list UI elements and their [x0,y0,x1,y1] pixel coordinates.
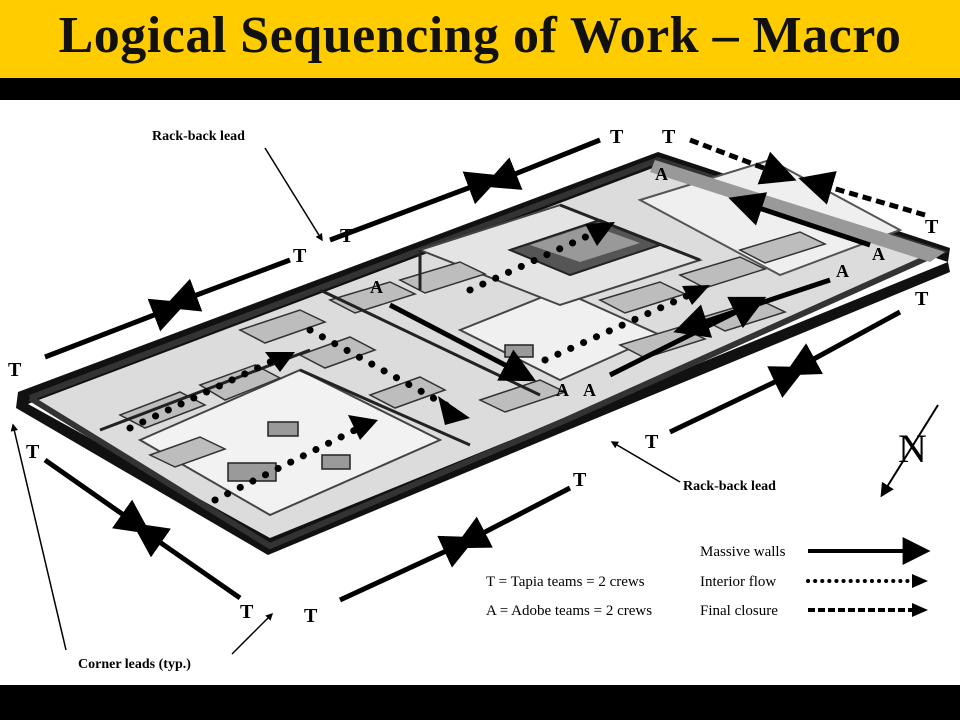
tapia-marker: T [26,441,40,463]
west-courtyard [137,368,443,517]
legend: Massive walls T = Tapia teams = 2 crews … [486,537,931,619]
corner-leads-pointer-right [231,612,274,655]
site-plan-svg: T T T T T T T T T T T T A A A A A A Rack… [8,126,950,672]
adobe-marker: A [836,261,849,281]
adobe-marker: A [556,380,569,400]
legend-adobe-def: A = Adobe teams = 2 crews [486,603,652,619]
north-arrow: N [880,404,939,498]
adobe-marker: A [370,277,383,297]
tapia-marker: T [304,605,318,627]
adobe-markers: A A A A A A [370,164,885,400]
title-bar: Logical Sequencing of Work – Macro [0,0,960,78]
slide-title: Logical Sequencing of Work – Macro [58,7,902,64]
final-closure-arrows [689,137,926,218]
corner-leads-pointer-left [10,423,67,651]
tapia-marker: T [915,288,929,310]
legend-interior-flow-label: Interior flow [700,574,776,590]
tapia-marker: T [340,225,354,247]
legend-tapia-def: T = Tapia teams = 2 crews [486,574,645,590]
rack-back-label-bottom: Rack-back lead [683,479,776,494]
north-label: N [898,426,927,471]
adobe-marker: A [655,164,668,184]
interior-flow-heads [265,222,710,440]
legend-final-closure-head [912,603,928,617]
adobe-marker: A [872,244,885,264]
small-shrines [227,344,534,482]
shaded-wall-ne [650,160,945,262]
rack-back-pointer-bottom [610,441,681,483]
tapia-markers: T T T T T T T T T T T T [8,126,939,627]
interior-flow-arrows [126,224,704,504]
massive-wall-arrows [43,137,902,603]
title-underline-band [0,78,960,100]
site-plan-diagram: T T T T T T T T T T T T A A A A A A Rack… [0,100,960,685]
ramp-top [530,225,640,262]
bottom-band [0,685,960,720]
tapia-marker: T [645,431,659,453]
tapia-marker: T [240,601,254,623]
tapia-marker: T [573,469,587,491]
legend-final-closure-label: Final closure [700,603,778,619]
tapia-marker: T [8,359,22,381]
wall-inner-edge [28,156,949,550]
adobe-marker: A [583,380,596,400]
room-cells [118,231,828,468]
legend-interior-flow-head [912,574,928,588]
legend-massive-walls-label: Massive walls [700,544,786,560]
tapia-marker: T [610,126,624,148]
tapia-marker: T [925,216,939,238]
tapia-marker: T [293,245,307,267]
corner-leads-label: Corner leads (typ.) [78,657,191,672]
tapia-marker: T [662,126,676,148]
rack-back-pointer-top [264,147,323,242]
rack-back-label-top: Rack-back lead [152,129,245,144]
